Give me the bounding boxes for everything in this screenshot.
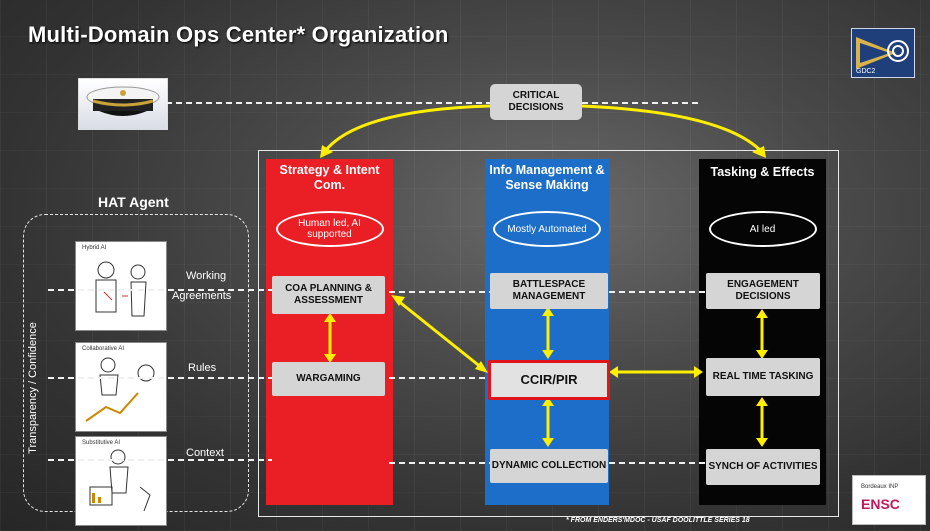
tasking-oval: AI led xyxy=(708,211,817,247)
collaborative-ai-caption: Collaborative AI xyxy=(82,346,125,352)
collaborative-ai-illustration: Collaborative AI xyxy=(75,342,167,432)
synch-activities-box: SYNCH OF ACTIVITIES xyxy=(706,449,820,485)
gdc2-logo: GDC2 xyxy=(851,28,915,78)
rules-label: Rules xyxy=(188,362,217,374)
dynamic-collection-box: DYNAMIC COLLECTION xyxy=(490,449,608,483)
main-frame xyxy=(258,150,839,517)
wargaming-box: WARGAMING xyxy=(272,362,385,396)
working-label: Working xyxy=(186,270,227,282)
arrow-coa-ccir xyxy=(396,298,483,370)
ensc-logo: Bordeaux INP ENSC xyxy=(852,475,926,525)
coa-planning-box: COA PLANNING & ASSESSMENT xyxy=(272,276,385,314)
ccir-pir-box: CCIR/PIR xyxy=(488,360,610,400)
hybrid-ai-illustration: Hybrid AI xyxy=(75,241,167,331)
real-time-tasking-box: REAL TIME TASKING xyxy=(706,358,820,396)
strategy-header: Strategy & Intent Com. xyxy=(279,163,380,192)
agreements-label: Agreements xyxy=(172,290,232,302)
officer-cap-image xyxy=(78,78,168,130)
critical-arc-right-head xyxy=(752,146,766,158)
context-label: Context xyxy=(186,447,224,459)
critical-arc-right xyxy=(581,104,762,152)
slide-title: Multi-Domain Ops Center* Organization xyxy=(28,22,449,47)
ensc-logo-line1: Bordeaux INP xyxy=(861,484,899,490)
info-header: Info Management & Sense Making xyxy=(489,163,605,192)
critical-arc-left-head xyxy=(320,145,333,158)
strategy-oval: Human led, AI supported xyxy=(275,211,384,247)
info-oval: Mostly Automated xyxy=(493,211,601,247)
ensc-logo-line2: ENSC xyxy=(861,496,900,512)
battlespace-box: BATTLESPACE MANAGEMENT xyxy=(490,273,608,309)
gdc2-logo-label: GDC2 xyxy=(856,68,876,75)
critical-decisions-box: CRITICAL DECISIONS xyxy=(490,84,582,120)
footnote: * FROM ENDERS'MDOC - USAF DOOLITTLE SERI… xyxy=(566,517,750,524)
hybrid-ai-caption: Hybrid AI xyxy=(82,245,107,251)
substitutive-ai-caption: Substitutive AI xyxy=(82,440,121,446)
hat-agent-title: HAT Agent xyxy=(98,194,169,210)
critical-arc-left xyxy=(324,104,491,151)
substitutive-ai-illustration: Substitutive AI xyxy=(75,436,167,526)
tasking-header: Tasking & Effects xyxy=(710,165,815,179)
engagement-decisions-box: ENGAGEMENT DECISIONS xyxy=(706,273,820,309)
